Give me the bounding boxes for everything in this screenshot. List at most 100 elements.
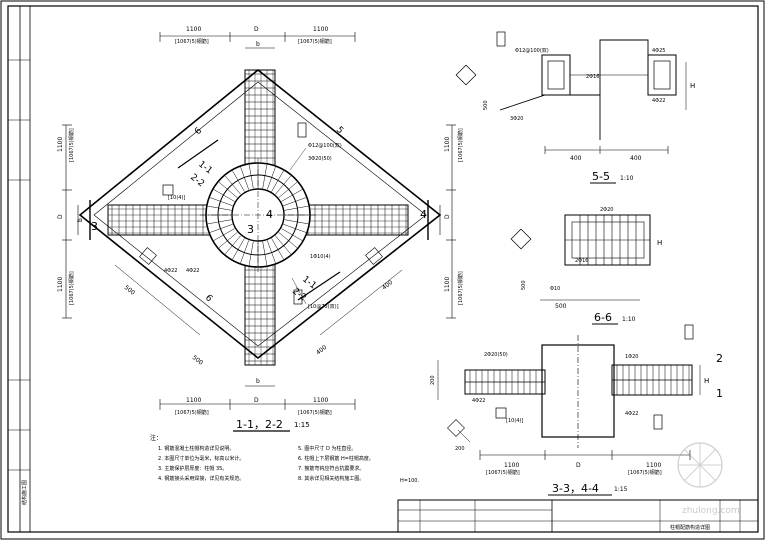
section-mark-2-2-a: 2-2 <box>188 172 206 189</box>
plan-dim-left-sub-1: [1067(5)钢筋] <box>68 128 75 162</box>
rebar-line <box>262 164 268 189</box>
rebar-line <box>275 175 291 195</box>
plan-callouts: 3Φ20(50) Φ12@100(双) [10(4)] 4Φ22 4Φ22 [1… <box>162 122 342 310</box>
sec55-title: 5-5 <box>592 170 610 183</box>
binding-strip: 结构施工图 <box>8 6 31 532</box>
sec34-callout-5: 1Φ20 <box>625 354 638 360</box>
plan-callout-6: [10@75(双)] <box>308 304 339 310</box>
sec66-callout-3: Φ10 <box>550 286 560 292</box>
rebar-line <box>262 241 268 266</box>
section-6-6: 2Φ20 2Φ16 Φ10 H 500 500 6-6 1:10 <box>510 207 662 325</box>
plan-diag-dim-3: 400 <box>381 279 394 292</box>
rebar-line <box>213 189 235 202</box>
sec34-callout-7: 200 <box>430 375 436 385</box>
rebar-line <box>271 238 284 260</box>
sec55-dim-1: 400 <box>570 155 582 162</box>
sec55-callout-1: Φ12@100(双) <box>515 48 549 54</box>
rebar-line <box>266 166 276 190</box>
plan-dim-bottom-sub-2: [1067(5)钢筋] <box>298 409 332 416</box>
section-mark-4-right: 4 <box>420 208 427 221</box>
note-1: 1. 钢筋混凝土柱帽构造详见说明。 <box>158 445 234 452</box>
note-8: 8. 其余详见相关结构施工图。 <box>298 475 364 482</box>
sec34-dim-sub-2: [1067(5)钢筋] <box>628 469 662 476</box>
rebar-line <box>225 175 241 195</box>
rebar-line <box>283 223 307 233</box>
rebar-line <box>240 240 250 264</box>
section-5-5: 400 400 Φ12@100(双) 2Φ16 4Φ25 4Φ22 3Φ20 5… <box>455 31 695 184</box>
inner-frame <box>7 5 759 533</box>
sec34-mark-1: 2 <box>716 352 723 365</box>
sec55-callout-2: 2Φ16 <box>586 74 599 80</box>
section-mark-6-b: 6 <box>203 293 214 304</box>
diamond-inner-outline <box>93 81 427 347</box>
note-3: 3. 主筋保护层厚度：柱帽 35。 <box>158 465 227 472</box>
sec34-dim-2: D <box>576 462 581 469</box>
plan-dim-left: 1100 D 1100 [1067(5)钢筋] [1067(5)钢筋] b <box>57 124 84 319</box>
plan-dim-right-1: 1100 <box>444 137 451 152</box>
plan-dim-bottom-3: 1100 <box>313 397 328 404</box>
plan-dim-right-3: 1100 <box>444 277 451 292</box>
rebar-line <box>213 228 235 241</box>
plan-dim-top-sub-1: [1067(5)钢筋] <box>175 38 209 45</box>
section-mark-1-1-a: 1-1 <box>196 159 214 176</box>
sec55-callout-7: H <box>690 82 695 90</box>
plan-callout-4: 4Φ22 <box>164 268 177 274</box>
sec34-mark-2: 1 <box>716 387 723 400</box>
plan-dim-bottom-1: 1100 <box>186 397 201 404</box>
rebar-line <box>281 189 303 202</box>
plan-dim-bottom-sub-1: [1067(5)钢筋] <box>175 409 209 416</box>
plan-dim-top-1: 1100 <box>186 26 201 33</box>
section-mark-6-a: 6 <box>193 126 204 137</box>
notes-block: 注： 1. 钢筋混凝土柱帽构造详见说明。 2. 本图尺寸单位为毫米，标高以米计。… <box>150 434 419 484</box>
plan-dim-right-sub-1: [1067(5)钢筋] <box>457 128 464 162</box>
plan-callout-2: Φ12@100(双) <box>308 143 342 149</box>
plan-dim-top: 1100 D 1100 [1067(5)钢筋] [1067(5)钢筋] b <box>159 26 356 49</box>
sec34-callout-1: 2Φ20(50) <box>484 352 508 358</box>
plan-dim-top-3: 1100 <box>313 26 328 33</box>
plan-diag-dim-4: 400 <box>315 344 328 357</box>
note-5: 5. 图中尺寸 D 为柱直径。 <box>298 445 356 452</box>
sec55-callout-3: 4Φ25 <box>652 48 665 54</box>
sec55-callout-6: 500 <box>483 100 489 110</box>
title-block: 柱帽配筋构造详图 <box>397 499 759 533</box>
section-3-3-4-4: 1100 D 1100 [1067(5)钢筋] [1067(5)钢筋] 2 1 … <box>430 324 723 496</box>
plan-callout-7: 1Φ10(4) <box>310 254 331 260</box>
section-mark-4-center: 4 <box>266 208 273 221</box>
sec34-title: 3-3，4-4 <box>552 482 599 495</box>
sec66-title: 6-6 <box>594 311 612 324</box>
note-7: 7. 箍筋弯钩应符合抗震要求。 <box>298 465 364 472</box>
plan-view: 1100 D 1100 [1067(5)钢筋] [1067(5)钢筋] b b … <box>57 26 464 432</box>
plan-dim-right: 1100 D 1100 [1067(5)钢筋] [1067(5)钢筋] <box>439 124 464 319</box>
rebar-line <box>218 182 238 198</box>
sec55-callout-5: 3Φ20 <box>510 116 523 122</box>
plan-dim-top-b: b <box>256 41 260 48</box>
rebar-line <box>248 164 254 189</box>
plan-dim-left-3: 1100 <box>57 277 64 292</box>
rebar-line <box>209 197 233 207</box>
sec66-scale: 1:10 <box>622 316 636 323</box>
sec66-dim-1: 500 <box>555 303 567 310</box>
plan-diag-dim-1: 500 <box>123 284 136 297</box>
plan-dim-left-b: b <box>77 218 84 222</box>
sec34-callout-3: [10(4)] <box>506 418 523 424</box>
rebar-line <box>232 170 245 192</box>
plan-dim-right-2: D <box>444 214 451 219</box>
watermark: zhulong.com <box>677 442 740 516</box>
rebar-line <box>278 182 298 198</box>
rebar-line <box>266 240 276 264</box>
plan-dim-left-1: 1100 <box>57 137 64 152</box>
plan-dim-bottom-2: D <box>254 397 259 404</box>
sec66-stirrups <box>565 215 650 265</box>
diamond-outline <box>78 68 442 360</box>
sec34-callout-6: H <box>704 377 709 385</box>
rebar-line <box>281 228 303 241</box>
sec34-callout-2: 4Φ22 <box>472 398 485 404</box>
sec34-dim-1: 1100 <box>504 462 519 469</box>
sec34-callout-8: 200 <box>455 446 465 452</box>
plan-dim-bottom: b 1100 D 1100 [1067(5)钢筋] [1067(5)钢筋] <box>159 378 356 416</box>
sec34-dim-sub-1: [1067(5)钢筋] <box>486 469 520 476</box>
plan-dim-left-2: D <box>57 214 64 219</box>
sec34-dim-3: 1100 <box>646 462 661 469</box>
